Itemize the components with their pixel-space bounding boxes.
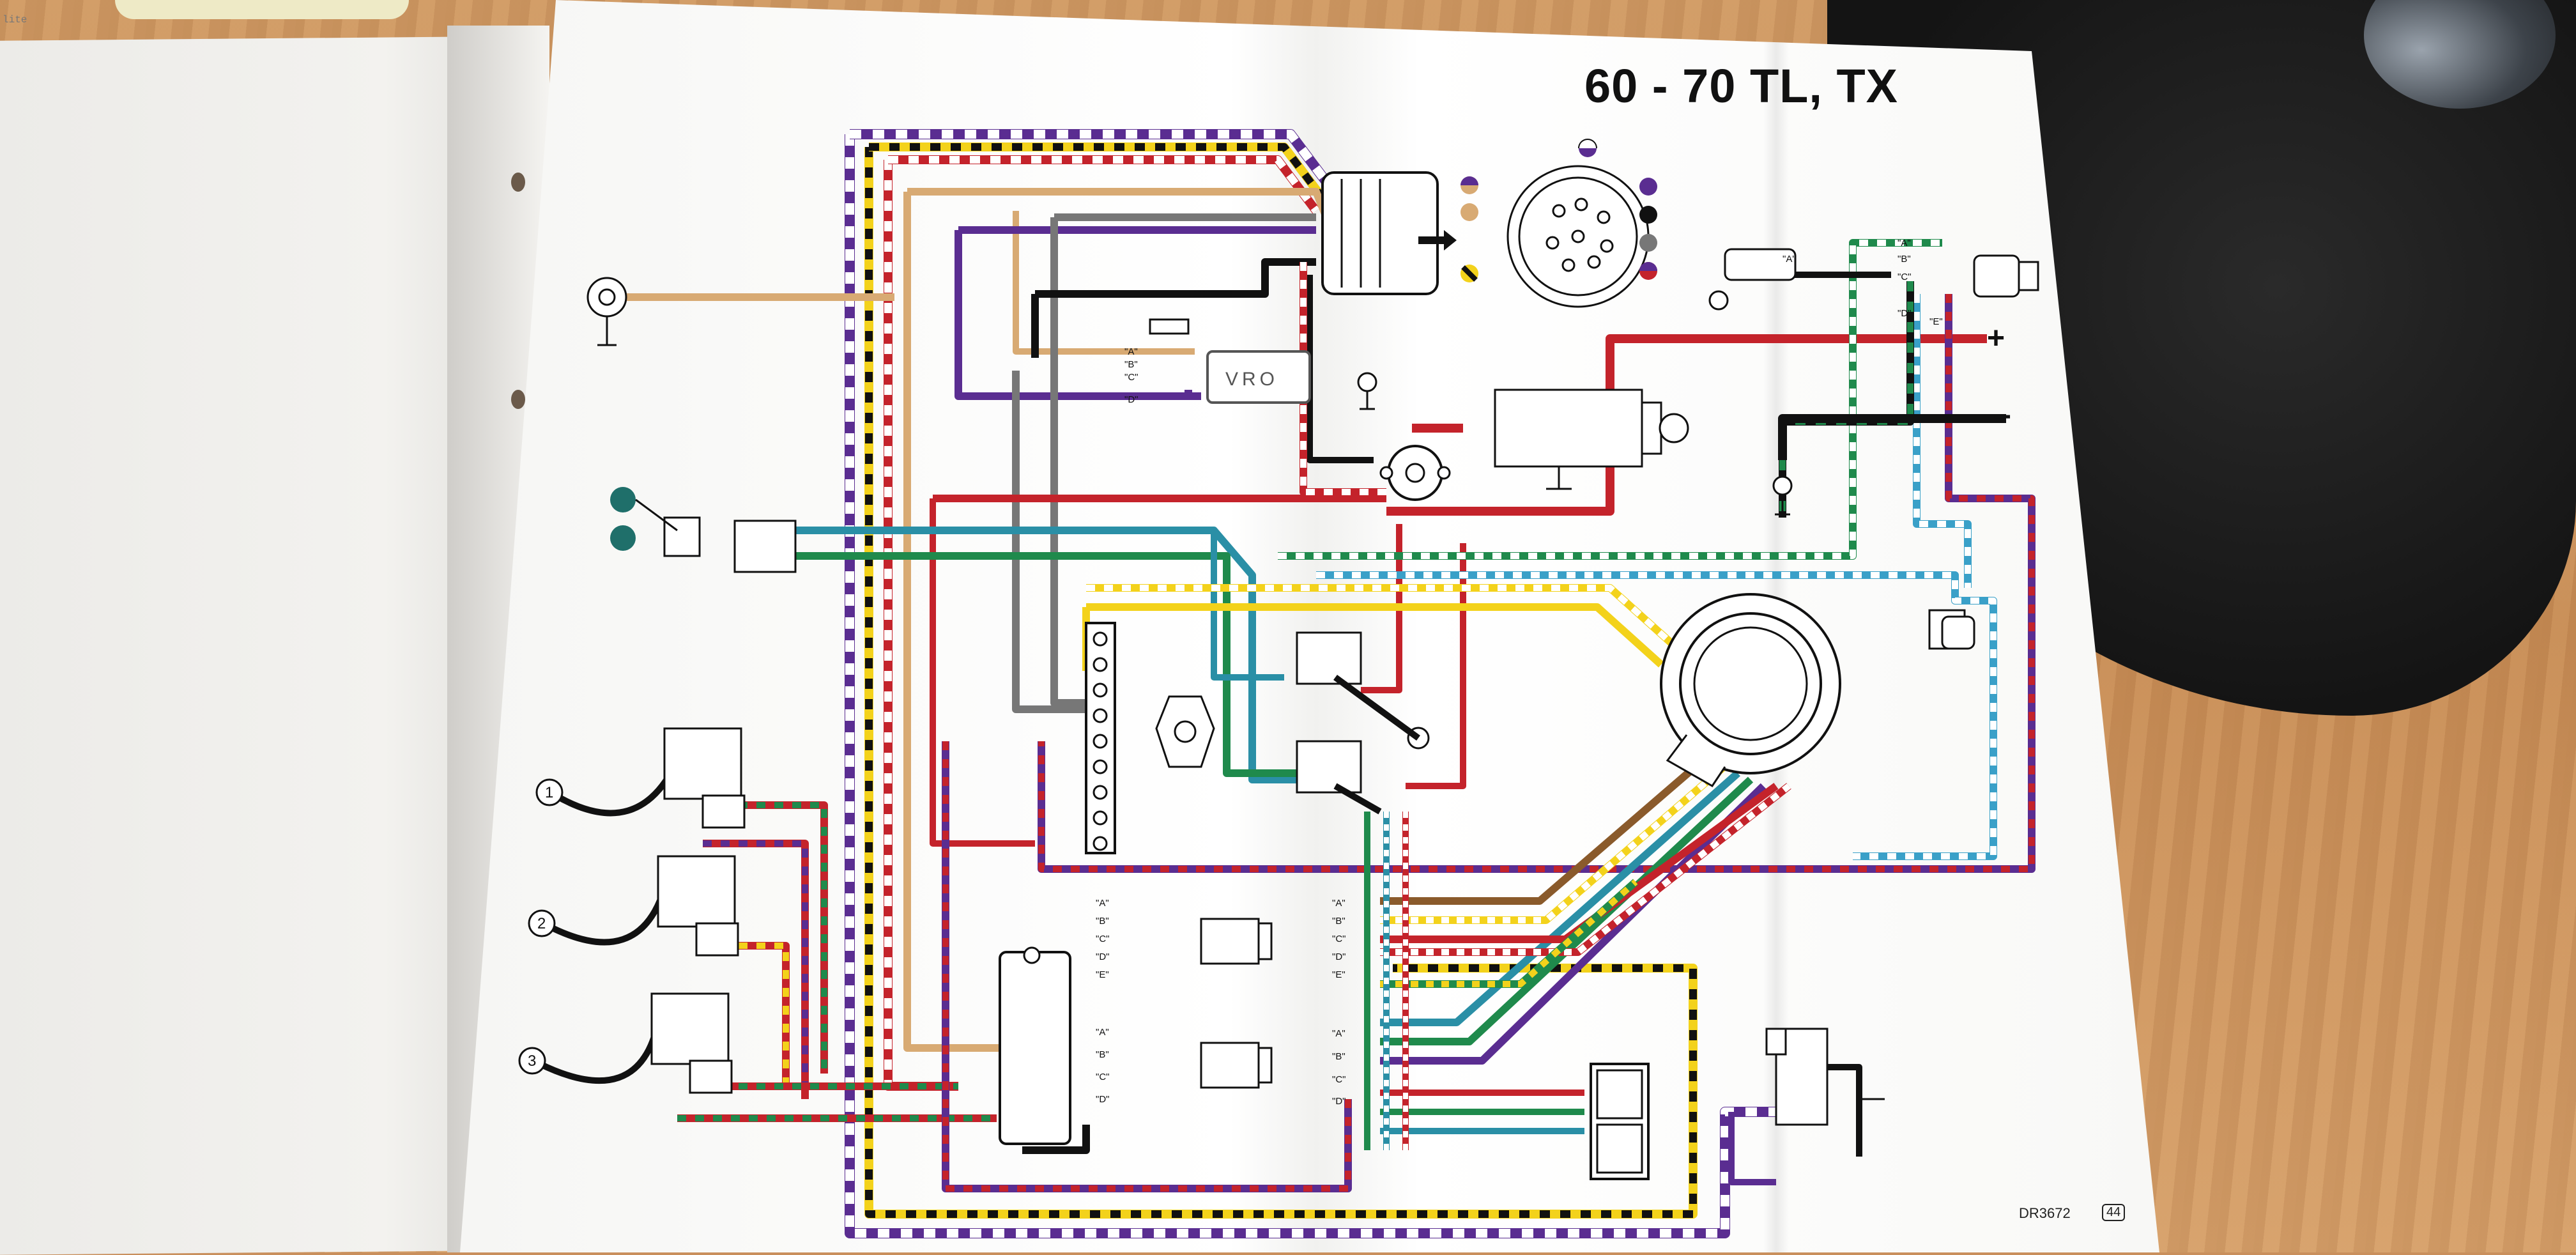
tachometer-connector: "A" "A" "B" "C" "D" "E": [1724, 238, 2039, 327]
ignition-coil-3: 3: [518, 992, 733, 1094]
ignition-coil-1: 1: [535, 727, 746, 829]
coil-number: 2: [537, 915, 546, 932]
coil-number: 1: [545, 784, 553, 801]
vro-label: VRO: [1225, 369, 1278, 390]
trim-sender: [610, 487, 797, 573]
svg-text:"A": "A": [1124, 346, 1138, 357]
page-number: 44: [2102, 1204, 2126, 1221]
svg-text:"D": "D": [1096, 1094, 1109, 1105]
starter-motor: [1494, 389, 1689, 490]
svg-text:"D": "D": [1332, 1096, 1346, 1107]
svg-text:"E": "E": [1332, 969, 1346, 980]
temperature-switch: [1155, 695, 1215, 768]
oil-level-sensor: [1928, 609, 1975, 650]
ground-symbol: [586, 277, 1793, 516]
svg-text:"A": "A": [1096, 898, 1109, 909]
svg-text:"C": "C": [1096, 1072, 1109, 1082]
svg-text:"A": "A": [1332, 898, 1346, 909]
svg-text:"D": "D": [1096, 951, 1109, 962]
svg-text:"E": "E": [1929, 316, 1943, 327]
svg-text:"D": "D": [1897, 308, 1911, 319]
svg-text:"D": "D": [1124, 394, 1138, 405]
svg-text:"B": "B": [1096, 916, 1109, 927]
positive-terminal-label: +: [1987, 321, 2005, 355]
svg-text:"A": "A": [1332, 1028, 1346, 1039]
stator-connector-upper: "A" "B" "C" "D" "E" "A" "B" "C" "D" "E": [1096, 898, 1346, 980]
svg-text:"A": "A": [1782, 254, 1796, 265]
stator-connector-lower: "A" "B" "C" "D" "A" "B" "C" "D": [1096, 1027, 1346, 1107]
binder-hole: [511, 173, 525, 192]
sticky-note: [115, 0, 409, 19]
terminal-block: [1085, 622, 1116, 854]
svg-text:"B": "B": [1096, 1049, 1109, 1060]
svg-text:"E": "E": [1096, 969, 1109, 980]
svg-text:"B": "B": [1897, 254, 1911, 265]
svg-text:"C": "C": [1332, 934, 1346, 944]
starter-solenoid: [1379, 445, 1451, 501]
stator-flywheel: [1660, 593, 1841, 787]
svg-text:"A": "A": [1897, 238, 1911, 249]
relay-switches: [1296, 631, 1430, 815]
svg-text:"C": "C": [1124, 372, 1138, 383]
main-harness-plug: [1321, 171, 1457, 295]
svg-text:"B": "B": [1332, 1051, 1346, 1062]
svg-text:"B": "B": [1332, 916, 1346, 927]
svg-text:"B": "B": [1124, 359, 1138, 370]
diagram-title: 60 - 70 TL, TX: [1584, 59, 1899, 112]
vro-oil-module: VRO "A" "B" "C" "D": [1124, 318, 1311, 405]
switch-box: [999, 946, 1071, 1145]
ignition-coil-boxes: [1590, 1063, 1650, 1180]
left-page-note: lite: [3, 14, 27, 26]
binder-hole: [511, 390, 525, 409]
svg-text:"C": "C": [1897, 272, 1911, 282]
svg-text:"C": "C": [1096, 934, 1109, 944]
drawing-code: DR3672: [2019, 1205, 2071, 1221]
svg-text:"A": "A": [1096, 1027, 1109, 1038]
negative-terminal-label: −: [1993, 400, 2011, 434]
fuel-solenoid: [1765, 1028, 1885, 1126]
svg-text:"D": "D": [1332, 951, 1346, 962]
ignition-coil-2: 2: [528, 855, 739, 957]
main-harness-wires: [607, 129, 2035, 1238]
coil-number: 3: [528, 1052, 536, 1070]
connector-pinout-icon: [1460, 139, 1657, 308]
svg-text:"C": "C": [1332, 1074, 1346, 1085]
